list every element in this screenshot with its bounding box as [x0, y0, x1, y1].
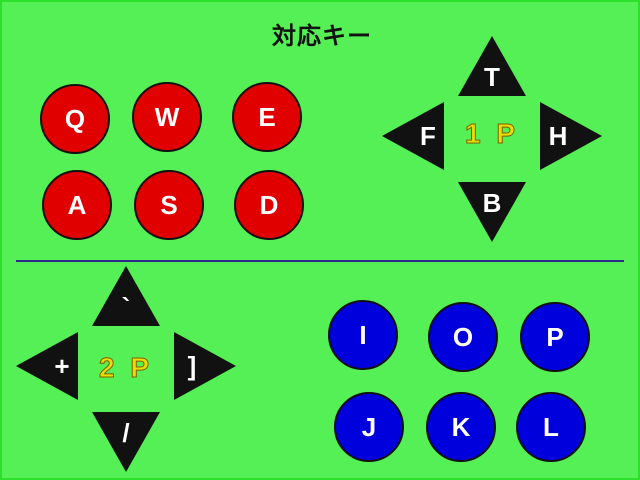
p1-dpad-left-label: F — [420, 121, 436, 151]
p2-button-o[interactable]: O — [428, 302, 498, 372]
p1-dpad-up-arrow[interactable]: T — [458, 36, 526, 96]
p1-dpad-down-arrow[interactable]: B — [458, 182, 526, 242]
p1-button-q[interactable]: Q — [40, 84, 110, 154]
p1-dpad-right-arrow[interactable]: H — [540, 102, 602, 170]
p1-button-d[interactable]: D — [234, 170, 304, 240]
p1-dpad-up-label: T — [484, 62, 500, 92]
section-divider — [16, 260, 624, 262]
p2-button-i[interactable]: I — [328, 300, 398, 370]
p2-dpad-left-label: + — [54, 351, 70, 381]
p2-button-l[interactable]: L — [516, 392, 586, 462]
p1-dpad-left-arrow[interactable]: F — [382, 102, 444, 170]
p2-button-k[interactable]: K — [426, 392, 496, 462]
p2-dpad-down-label: / — [122, 418, 130, 448]
p2-dpad-right-arrow[interactable]: ] — [174, 332, 236, 400]
p1-dpad-right-label: H — [548, 121, 568, 151]
p1-button-e[interactable]: E — [232, 82, 302, 152]
p2-dpad-up-arrow[interactable]: ` — [92, 266, 160, 326]
page-title: 対応キー — [272, 22, 372, 50]
p2-dpad-up-label: ` — [121, 292, 131, 322]
p2-dpad-down-arrow[interactable]: / — [92, 412, 160, 472]
p2-label: 2 P — [98, 352, 154, 384]
p2-dpad-left-arrow[interactable]: + — [16, 332, 78, 400]
p2-button-j[interactable]: J — [334, 392, 404, 462]
p2-dpad-right-label: ] — [187, 351, 197, 381]
p1-dpad-down-label: B — [482, 188, 502, 218]
p2-button-p[interactable]: P — [520, 302, 590, 372]
p1-button-s[interactable]: S — [134, 170, 204, 240]
p1-button-w[interactable]: W — [132, 82, 202, 152]
p1-button-a[interactable]: A — [42, 170, 112, 240]
p1-label: 1 P — [464, 118, 520, 150]
